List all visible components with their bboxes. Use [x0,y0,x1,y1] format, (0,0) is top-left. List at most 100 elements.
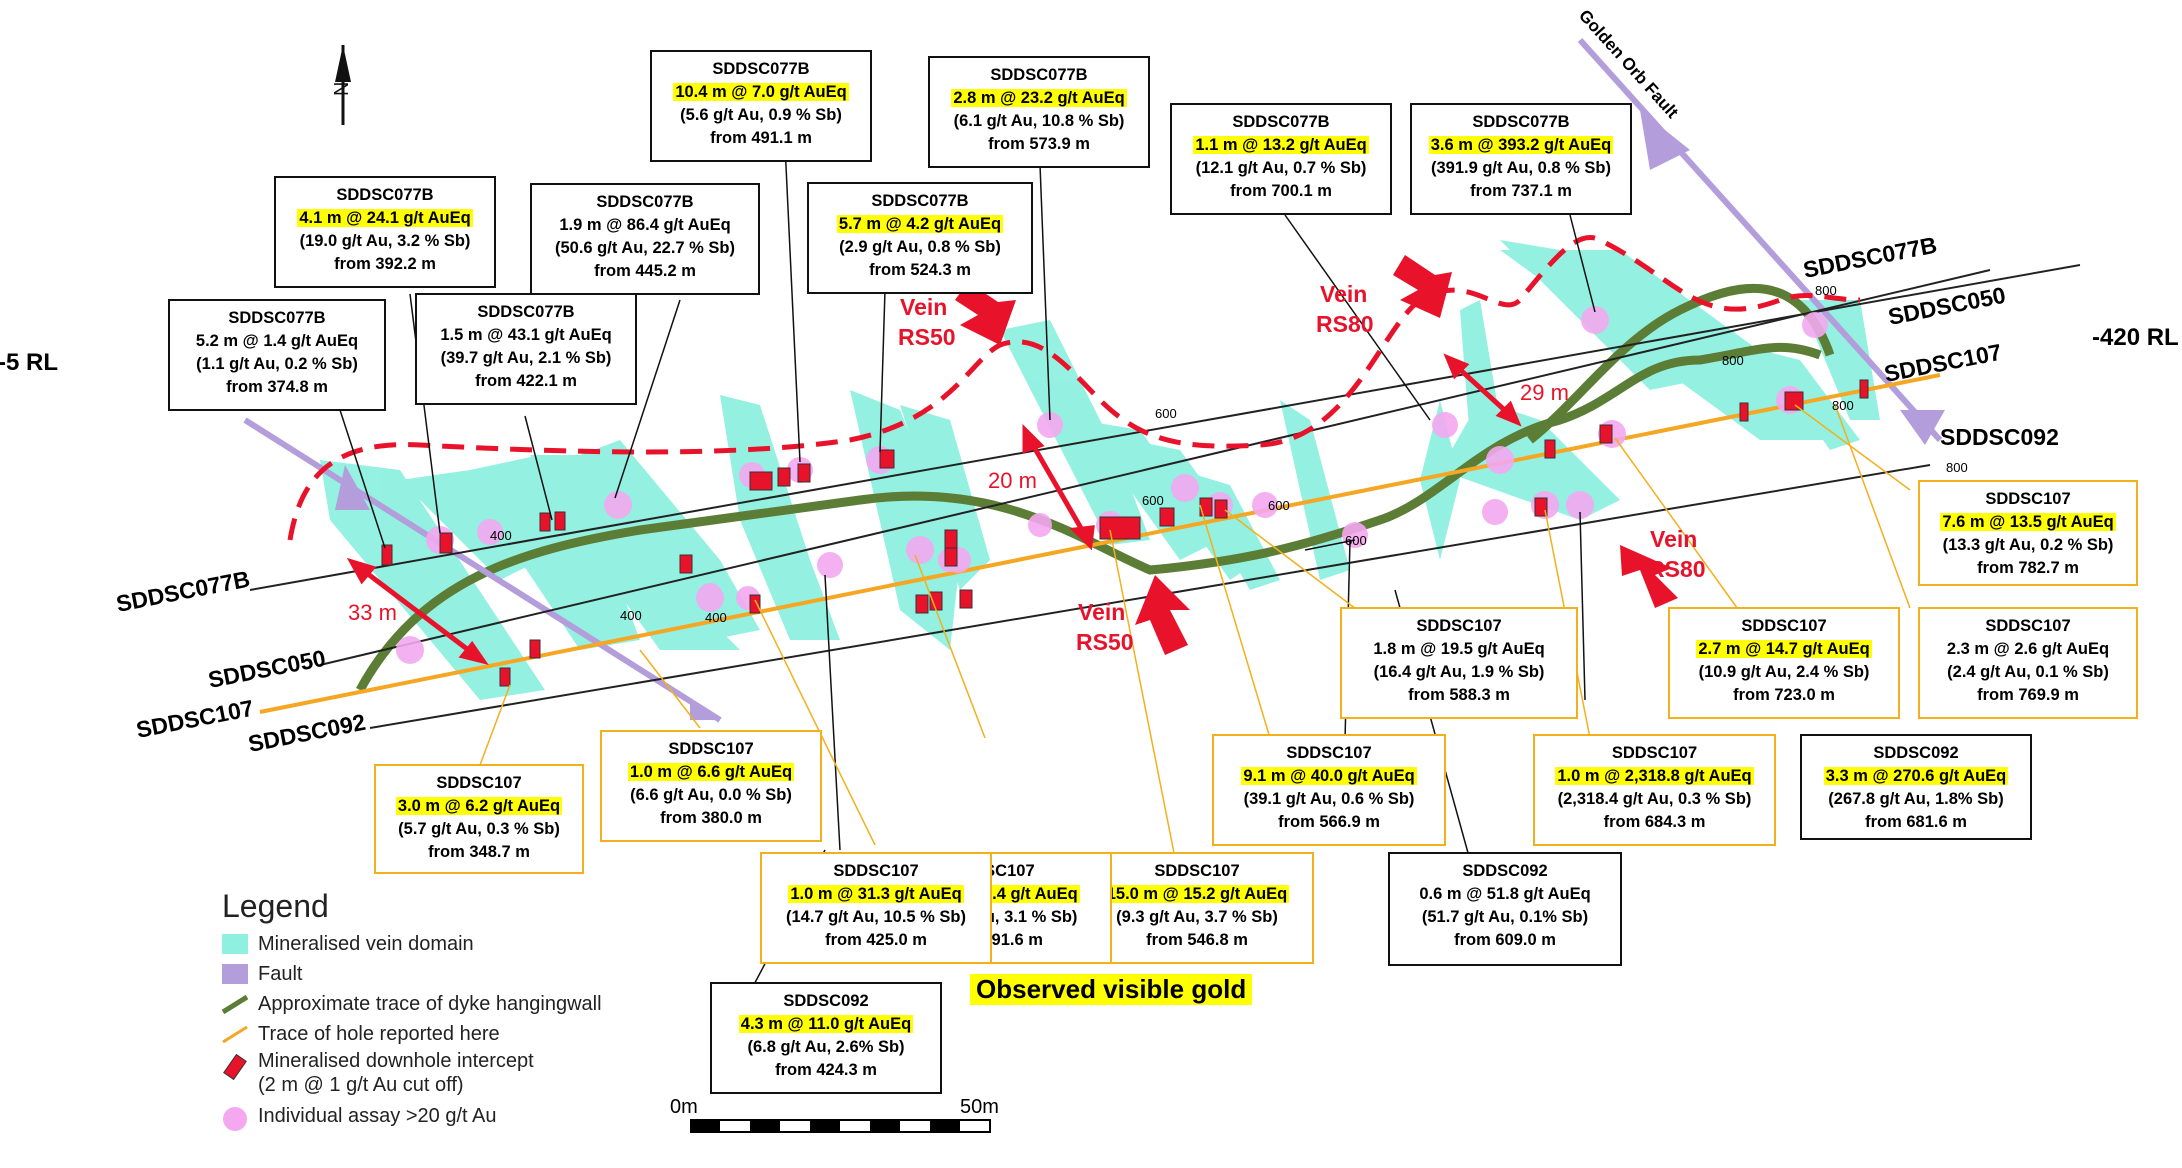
callout-detail: (2.9 g/t Au, 0.8 % Sb) [839,238,1001,256]
intercept-marker [749,471,773,491]
fault-arrow [1640,110,1690,170]
vein-arrow [1135,575,1190,655]
callout-hole-id: SDDSC077B [336,186,434,204]
intercept-marker [1784,391,1804,411]
depth-tick: 600 [1142,493,1164,508]
leader-line [1304,539,1356,551]
leader-line [824,574,841,851]
callout-from-depth: from 723.0 m [1733,686,1835,704]
callout-hole-id: SDDSC077B [477,303,575,321]
distance-label-29: 29 m [1520,380,1569,405]
assay-marker [1802,312,1828,338]
callout-detail: (12.1 g/t Au, 0.7 % Sb) [1195,159,1367,177]
leader-line [339,409,386,549]
arrow-head [346,557,377,585]
leader-line [1614,437,1741,613]
callout-grade: 1.8 m @ 19.5 g/t AuEq [1373,640,1545,658]
assay-marker [1171,474,1199,502]
callout-hole-id: SDDSC107 [833,862,919,880]
callout-detail: (2.4 g/t Au, 0.1 % Sb) [1947,663,2109,681]
callout-hole-id: SDDSC107 [1416,617,1502,635]
callout-from-depth: from 700.1 m [1230,182,1332,200]
dyke-trace [1527,283,1835,444]
leader-line [524,415,553,521]
rl-right-label: -420 RL [2092,324,2179,351]
vein-envelope [287,235,1861,541]
vein-arrow [1393,255,1452,318]
assay-marker [698,583,722,607]
callout-highlight-grade: 7.6 m @ 13.5 g/t AuEq [1940,513,2116,531]
leader-line [639,649,701,729]
callout-highlight-grade: 4.1 m @ 24.1 g/t AuEq [297,209,473,227]
callout-highlight-grade: 3.3 m @ 270.6 g/t AuEq [1823,767,2009,785]
callout-hole-id: SDDSC077B [712,60,810,78]
callout-detail: (6.6 g/t Au, 0.0 % Sb) [630,786,792,804]
assay-marker [1252,492,1278,518]
intercept-marker [1859,379,1869,399]
fault-swatch [222,964,248,984]
distance-arrow-33 [358,566,477,657]
intercept-marker [679,554,693,574]
callout-from-depth: from 769.9 m [1977,686,2079,704]
callout-from-depth: from 374.8 m [226,378,328,396]
leader-line [1224,509,1361,613]
north-arrow-label: N [331,82,353,96]
distance-label-33: 33 m [348,600,397,625]
intercept-marker [1214,499,1228,519]
assay-marker [1482,499,1508,525]
callout-grade: 1.9 m @ 86.4 g/t AuEq [559,216,731,234]
vein-label-rs50-top-2: RS50 [898,324,956,350]
callout-detail: (5.7 g/t Au, 0.3 % Sb) [398,820,560,838]
callout-hole-id: SDDSC092 [783,992,869,1010]
vein-label-rs80-top-2: RS80 [1316,311,1374,337]
hole-label-SDDSC077B-right: SDDSC077B [1801,232,1939,283]
intercept-marker [777,467,791,487]
vein-domain [720,395,840,640]
callout-from-depth: from 546.8 m [1146,931,1248,949]
legend-item-dyke: Approximate trace of dyke hangingwall [222,989,782,1019]
leader-line [614,299,681,499]
scale-bar: 0m 50m [670,1096,1000,1146]
leader-line [879,289,886,453]
vein-arrow [1620,545,1678,608]
callout-detail: (9.3 g/t Au, 3.7 % Sb) [1116,908,1278,926]
callout-grade: 0.6 m @ 51.8 g/t AuEq [1419,885,1591,903]
north-arrow: N [331,45,353,125]
vein-label-rs50-bottom-2: RS50 [1076,629,1134,655]
intercept-marker [944,529,958,549]
rl-left-label: -5 RL [0,349,58,376]
fault-arrow [335,465,370,510]
distance-label-20: 20 m [988,468,1037,493]
callout-hole-id: SDDSC077B [1472,113,1570,131]
hole-label-SDDSC092-left: SDDSC092 [246,709,368,757]
legend-item-intercept: Mineralised downhole intercept(2 m @ 1 g… [222,1049,782,1101]
leader-line [1834,404,1911,609]
depth-tick: 600 [1345,533,1367,548]
intercept-marker [539,512,551,532]
intercept-marker [797,463,811,483]
depth-tick: 800 [1946,460,1968,475]
callout-hole-id: SDDSC092 [1462,862,1548,880]
intercept-marker [1159,507,1175,527]
hole-label-SDDSC077B-left: SDDSC077B [114,566,252,617]
arrow-head [1069,525,1095,551]
dyke-swatch [222,994,248,1014]
vein-label-rs80-top-1: Vein [1320,281,1367,307]
assay-marker [604,491,632,519]
callout-detail: (2,318.4 g/t Au, 0.3 % Sb) [1557,790,1752,808]
callout-hole-id: SDDSC107 [1985,490,2071,508]
callout-hole-id: SDDSC077B [1232,113,1330,131]
callout-from-depth: from 348.7 m [428,843,530,861]
depth-tick: 400 [705,610,727,625]
vein-domain [1440,400,1620,520]
callout-detail: (267.8 g/t Au, 1.8% Sb) [1828,790,2004,808]
